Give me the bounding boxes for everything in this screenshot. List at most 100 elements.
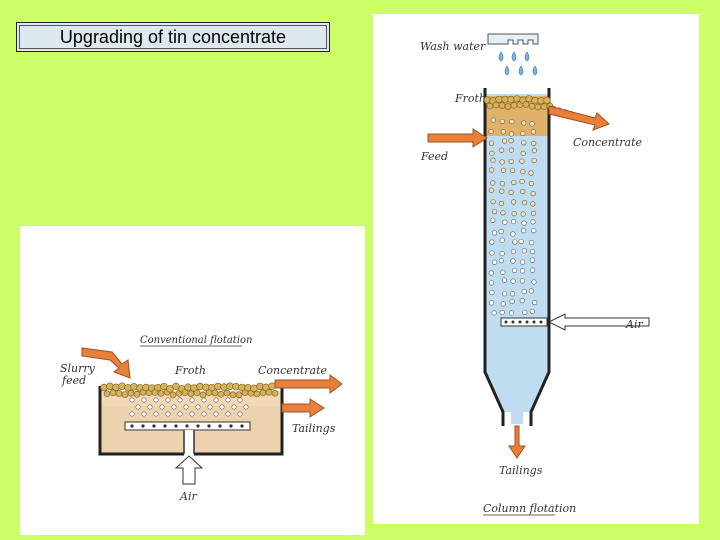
air-bubble (165, 411, 171, 417)
air-bubble (529, 249, 535, 255)
froth-bubble (157, 390, 165, 397)
air-bubble (207, 404, 213, 410)
air-bubble (498, 228, 504, 235)
froth-bubble (217, 391, 225, 398)
air-bubble (521, 248, 527, 254)
column-liquid (485, 94, 549, 424)
air-bubble (508, 310, 515, 316)
froth-bubble (256, 382, 264, 391)
air-bubble (153, 397, 159, 403)
froth-bubble (543, 96, 551, 104)
air-bubble (519, 158, 525, 164)
air-bubble (201, 397, 207, 403)
air-bubble (529, 267, 536, 273)
label-column-froth: Froth (454, 92, 486, 105)
air-bubble (528, 288, 534, 294)
conventional-flotation-panel: Conventional flotation Slurry feed Froth… (20, 226, 365, 535)
froth-bubble (106, 382, 114, 391)
label-wash-water: Wash water (420, 40, 486, 53)
air-bubble (501, 291, 508, 297)
air-bubble (531, 228, 537, 234)
air-bubble (219, 404, 225, 410)
air-bubble (141, 411, 147, 417)
air-bubble (488, 187, 494, 193)
column-feed-arrow (427, 128, 488, 148)
water-drop (511, 51, 517, 62)
air-bubble (520, 188, 526, 195)
air-bubble (213, 397, 219, 403)
air-bubble (518, 238, 524, 245)
froth-bubble (531, 96, 539, 105)
air-bubble (509, 298, 515, 305)
air-bubble (530, 201, 536, 207)
air-bubble (488, 280, 495, 286)
water-drops (498, 51, 538, 76)
air-bubble (512, 239, 518, 245)
froth-bubble (498, 102, 506, 109)
froth-bubble (103, 390, 111, 397)
air-bubble (531, 279, 537, 285)
froth-bubble (223, 389, 231, 397)
air-bubble (519, 278, 525, 284)
air-bubble (532, 299, 538, 306)
sparger-hole (174, 424, 178, 428)
air-bubble (520, 169, 526, 175)
froth-bubble (133, 391, 141, 398)
caption-column: Column flotation (483, 502, 576, 515)
air-bubble (171, 404, 177, 410)
sparger-hole (504, 320, 508, 324)
air-bubble (177, 411, 183, 417)
water-drop (532, 65, 538, 76)
air-bubble (195, 404, 201, 410)
air-bubble (508, 158, 514, 165)
air-bubble (500, 210, 506, 216)
air-bubble (502, 219, 508, 225)
air-bubble (129, 411, 135, 417)
froth-bubble (199, 391, 207, 399)
froth-bubble (265, 388, 273, 396)
air-bubble (490, 180, 496, 186)
label-concentrate: Concentrate (258, 364, 328, 377)
froth-bubble (534, 103, 542, 111)
air-bubble (490, 217, 496, 223)
air-bubble (500, 301, 506, 307)
air-bubble (530, 129, 536, 135)
column-tailings-arrow (508, 425, 526, 459)
air-bubble (521, 120, 527, 126)
froth-bubble (196, 382, 204, 391)
air-bubble (531, 147, 537, 154)
conventional-flotation-diagram: Conventional flotation Slurry feed Froth… (60, 335, 343, 503)
air-bubble (159, 404, 165, 410)
froth-bubble (513, 95, 521, 103)
label-tailings: Tailings (292, 422, 336, 435)
air-bubble (508, 131, 514, 137)
froth-bubble (220, 383, 228, 391)
froth-bubble (229, 391, 237, 399)
air-bubble (490, 199, 496, 205)
air-bubble (498, 200, 505, 207)
froth-bubble (495, 95, 503, 103)
sparger-hole (525, 320, 529, 324)
rising-bubbles (129, 397, 249, 417)
froth-bubble (154, 383, 162, 392)
air-bubble (522, 309, 528, 316)
air-bubble (520, 259, 526, 265)
froth-bubble (537, 97, 545, 105)
air-bubble (508, 147, 514, 153)
air-bubble (489, 167, 495, 173)
froth-bubble (528, 102, 536, 110)
air-bubble (237, 397, 243, 403)
air-bubble (530, 219, 536, 225)
label-feed: feed (61, 374, 86, 387)
wash-water-pipe (487, 33, 539, 45)
concentrate-arrow (274, 374, 343, 394)
air-bubble (499, 251, 505, 257)
sparger-hole (518, 320, 522, 324)
air-bubble (508, 138, 514, 144)
air-bubble (519, 298, 525, 304)
air-bubble (511, 199, 517, 205)
air-bubble (510, 278, 516, 284)
slide-title: Upgrading of tin concentrate (59, 26, 287, 47)
air-bubble (499, 159, 505, 165)
air-bubble (491, 259, 498, 265)
